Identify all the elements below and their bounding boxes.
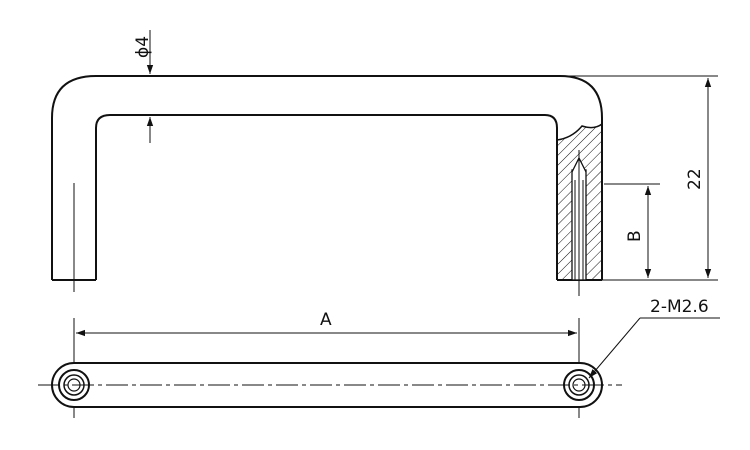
left-ring-inner: [67, 378, 81, 392]
right-ring-middle: [568, 374, 590, 396]
b-dimension: [604, 183, 660, 278]
right-hole-rings: [563, 369, 595, 401]
front-center-lines: [73, 150, 580, 296]
front-view: [51, 75, 603, 281]
left-ring-outer: [58, 369, 90, 401]
right-ring-inner: [572, 378, 586, 392]
thread-label: 2-M2.6: [650, 297, 709, 317]
right-ring-outer: [563, 369, 595, 401]
b-label: B: [625, 230, 645, 242]
a-label: A: [320, 310, 332, 330]
thread-leader: [588, 317, 720, 379]
section-break-line: [556, 123, 603, 141]
diameter-label: ϕ4: [133, 36, 153, 58]
left-ring-middle: [63, 374, 85, 396]
height-dimension: [568, 75, 718, 281]
height-label: 22: [685, 168, 705, 190]
thread-leader-line: [588, 317, 641, 379]
handle-outer-contour: [51, 75, 603, 280]
handle-inner-contour: [95, 114, 558, 280]
left-hole-rings: [58, 369, 90, 401]
